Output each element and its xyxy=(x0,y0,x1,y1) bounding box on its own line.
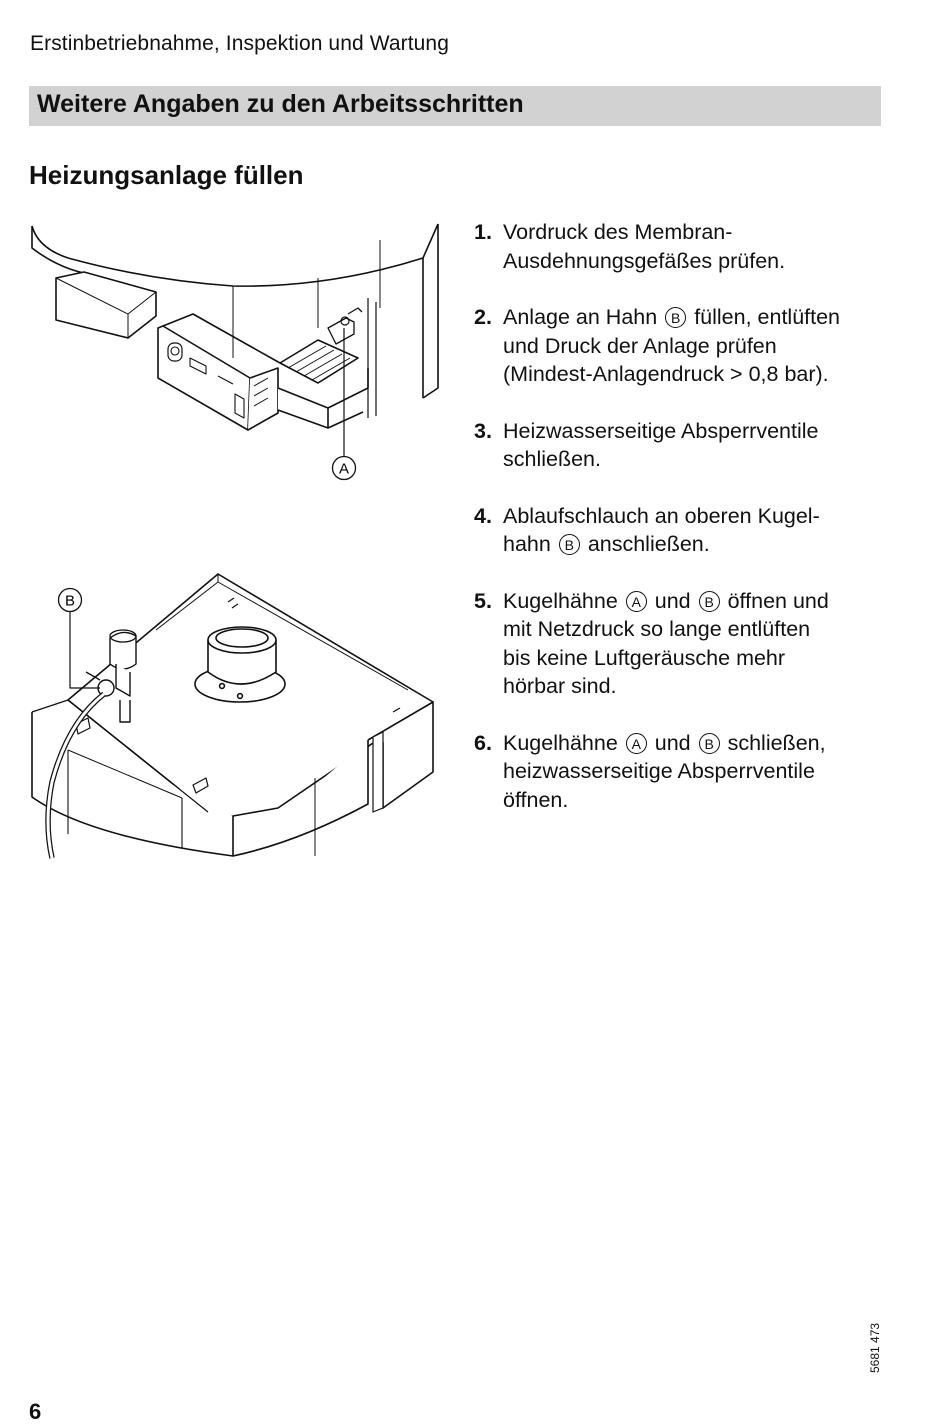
text-span: schließen, xyxy=(727,730,826,755)
page-number: 6 xyxy=(29,1399,42,1424)
marker-b: B xyxy=(698,590,720,612)
step-number: 5. xyxy=(474,588,492,613)
step-text-line: Kugelhähne A und B schließen, xyxy=(503,729,894,758)
step-2: 2. Anlage an Hahn B füllen, entlüften un… xyxy=(474,303,894,389)
running-header: Erstinbetriebnahme, Inspektion und Wartu… xyxy=(30,32,449,55)
step-text-line: Anlage an Hahn B füllen, entlüften xyxy=(503,303,894,332)
step-4: 4. Ablaufschlauch an oberen Kugel- hahn … xyxy=(474,502,894,559)
text-span: Kugelhähne xyxy=(503,588,618,613)
step-text-line: heizwasserseitige Absperrventile xyxy=(503,759,815,783)
boiler-control-illustration: A xyxy=(31,223,439,481)
marker-a: A xyxy=(625,732,647,754)
step-3: 3. Heizwasserseitige Absperrventile schl… xyxy=(474,417,894,474)
step-text-line: (Mindest-Anlagendruck > 0,8 bar). xyxy=(503,362,829,386)
step-number: 2. xyxy=(474,305,492,329)
step-text-line: hahn B anschließen. xyxy=(503,530,894,559)
step-text-line: Vordruck des Membran- xyxy=(503,220,733,244)
step-text-line: Kugelhähne A und B öffnen und xyxy=(503,587,894,616)
marker-b: B xyxy=(698,732,720,754)
label-a: A xyxy=(339,461,349,478)
step-5: 5. Kugelhähne A und B öffnen und mit Net… xyxy=(474,587,894,701)
text-span: Kugelhähne xyxy=(503,730,618,755)
step-text-line: hörbar sind. xyxy=(503,674,617,698)
text-span: öffnen und xyxy=(727,588,829,613)
step-text-line: mit Netzdruck so lange entlüften xyxy=(503,617,811,641)
text-span: füllen, entlüften xyxy=(694,305,841,329)
step-text-line: Heizwasserseitige Absperrventile xyxy=(503,418,819,443)
step-number: 4. xyxy=(474,503,492,528)
step-number: 1. xyxy=(474,220,492,244)
text-span: und xyxy=(654,730,691,755)
step-text-line: schließen. xyxy=(503,447,601,471)
document-number: 5681 473 xyxy=(868,1322,882,1373)
marker-a: A xyxy=(625,590,647,612)
step-text-line: öffnen. xyxy=(503,787,569,812)
text-span: und xyxy=(654,588,691,613)
label-b: B xyxy=(65,593,75,610)
text-span: Anlage an Hahn xyxy=(503,305,658,329)
banner-title: Weitere Angaben zu den Arbeitsschritten xyxy=(37,90,524,118)
step-list: 1. Vordruck des Membran- Ausdehnungsgefä… xyxy=(474,218,894,842)
section-title: Heizungsanlage füllen xyxy=(29,160,304,190)
text-span: anschließen. xyxy=(587,532,710,556)
text-span: hahn xyxy=(503,532,551,556)
step-text-line: und Druck der Anlage prüfen xyxy=(503,333,777,358)
step-6: 6. Kugelhähne A und B schließen, heizwas… xyxy=(474,729,894,815)
step-text-line: bis keine Luftgeräusche mehr xyxy=(503,645,786,670)
step-number: 6. xyxy=(474,730,492,755)
step-text-line: Ablaufschlauch an oberen Kugel- xyxy=(503,503,820,528)
marker-b: B xyxy=(558,534,580,555)
step-1: 1. Vordruck des Membran- Ausdehnungsgefä… xyxy=(474,218,894,275)
boiler-top-illustration: B xyxy=(31,573,434,859)
step-number: 3. xyxy=(474,418,492,443)
step-text-line: Ausdehnungsgefäßes prüfen. xyxy=(503,248,786,273)
section-banner: Weitere Angaben zu den Arbeitsschritten xyxy=(29,86,881,126)
marker-b: B xyxy=(665,307,687,328)
